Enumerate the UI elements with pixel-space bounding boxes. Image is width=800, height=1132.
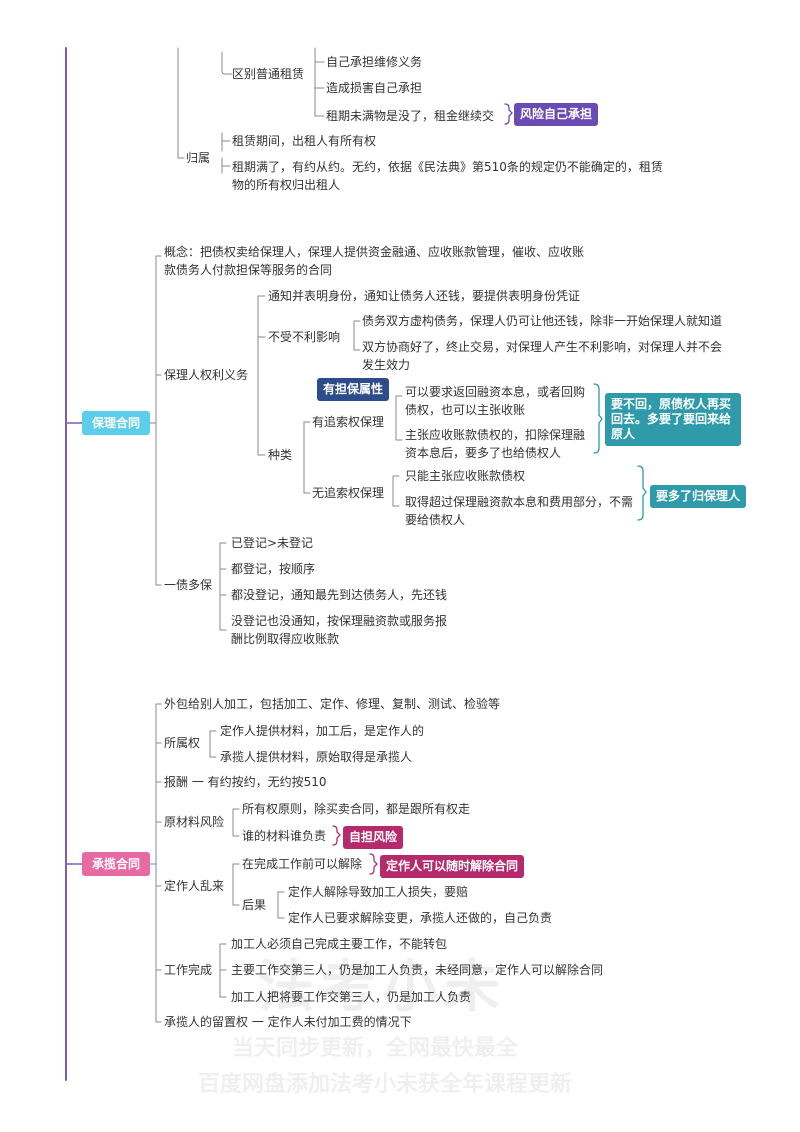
factor-rights-duties-label: 保理人权利义务 <box>164 368 249 382</box>
work-ownership-label: 所属权 <box>164 736 201 750</box>
material-item-responsible: 谁的材料谁负责 <box>242 829 327 843</box>
nonrecourse-factoring-label: 无追索权保理 <box>312 486 385 500</box>
lease-item-damage: 造成损害自己承担 <box>326 81 423 95</box>
ownership-item-orderer: 定作人提供材料，加工后，是定作人的 <box>220 724 425 738</box>
nonrecourse-note-badge: 要多了归保理人 <box>650 485 747 508</box>
fictitious-debt-item: 债务双方虚构债务，保理人仍可让他还钱，除非一开始保理人就知道 <box>362 314 723 328</box>
recourse-note-badge: 要不回，原债权人再买回去。多要了要回来给原人 <box>605 393 741 446</box>
nonrecourse-item-excess: 取得超过保理融资款本息和费用部分，不需要给债权人 <box>405 495 634 527</box>
nonrecourse-item-claim: 只能主张应收账款债权 <box>405 469 526 483</box>
rescind-before-completion: 在完成工作前可以解除 <box>242 857 363 871</box>
guarantee-attribute-tag: 有担保属性 <box>317 378 390 401</box>
consequence-item-compensate: 定作人解除导致加工人损失，要赔 <box>288 885 469 899</box>
consequence-item-self-responsible: 定作人已要求解除变更，承揽人还做的，自己负责 <box>288 911 553 925</box>
termination-item: 双方协商好了，终止交易，对保理人产生不利影响，对保理人并不会发生效力 <box>362 340 723 372</box>
raw-material-risk-label: 原材料风险 <box>164 815 225 829</box>
risk-self-bear-badge: 风险自己承担 <box>514 103 599 126</box>
multi-item-registered: 已登记>未登记 <box>231 536 314 550</box>
work-contract-node: 承揽合同 <box>82 852 150 876</box>
contractor-lien: 承揽人的留置权 一 定作人未付加工费的情况下 <box>164 1015 412 1029</box>
not-adversely-affected-label: 不受不利影响 <box>268 330 341 344</box>
multiple-factoring-label: 一债多保 <box>164 578 213 592</box>
lease-item-rent: 租期未满物是没了，租金继续交 <box>326 109 495 123</box>
lease-ownership-label: 归属 <box>186 151 211 165</box>
work-outsource: 外包给别人加工，包括加工、定作、修理、复制、测试、检验等 <box>164 697 501 711</box>
completion-item-third-party-responsible: 加工人把将要工作交第三人，仍是加工人负责 <box>231 990 472 1004</box>
watermark-line-netdisk: 百度网盘添加法考小未获全年课程更新 <box>198 1072 573 1097</box>
factoring-concept: 概念：把债权卖给保理人，保理人提供资金融通、应收账款管理，催收、应收账款债务人付… <box>164 245 585 277</box>
self-risk-badge: 自担风险 <box>343 826 404 849</box>
work-completion-label: 工作完成 <box>164 963 213 977</box>
lease-ownership-expiry: 租期满了，有约从约。无约，依据《民法典》第510条的规定仍不能确定的，租赁物的所… <box>232 160 663 192</box>
distinguish-ordinary-lease-label: 区别普通租赁 <box>232 67 305 81</box>
recourse-item-repurchase: 可以要求返回融资本息，或者回购债权，也可以主张收账 <box>405 385 586 417</box>
watermark-title: 法考小未 <box>258 955 506 1020</box>
lease-ownership-during: 租赁期间，出租人有所有权 <box>232 134 377 148</box>
work-remuneration: 报酬 一 有约按约，无约按510 <box>164 775 327 789</box>
lease-item-repair: 自己承担维修义务 <box>326 55 423 69</box>
rescind-anytime-badge: 定作人可以随时解除合同 <box>380 855 525 878</box>
notify-identity: 通知并表明身份，通知让债务人还钱，要提供表明身份凭证 <box>268 289 581 303</box>
ownership-item-contractor: 承揽人提供材料，原始取得是承揽人 <box>220 750 413 764</box>
multi-item-both-registered: 都登记，按顺序 <box>231 562 316 576</box>
factoring-kinds-label: 种类 <box>268 448 293 462</box>
consequence-label: 后果 <box>242 898 267 912</box>
multi-item-none-registered: 都没登记，通知最先到达债务人，先还钱 <box>231 588 448 602</box>
multi-item-proportional: 没登记也没通知，按保理融资款或服务报酬比例取得应收账款 <box>231 614 448 646</box>
completion-item-third-party: 主要工作交第三人，仍是加工人负责，未经同意，定作人可以解除合同 <box>231 963 604 977</box>
factoring-contract-node: 保理合同 <box>82 411 150 435</box>
orderer-misconduct-label: 定作人乱来 <box>164 879 225 893</box>
recourse-item-claim: 主张应收账款债权的，扣除保理融资本息后，要多了也给债权人 <box>405 428 586 460</box>
recourse-factoring-label: 有追索权保理 <box>312 415 385 429</box>
material-item-ownership: 所有权原则，除买卖合同，都是跟所有权走 <box>242 802 471 816</box>
completion-item-no-subcontract: 加工人必须自己完成主要工作，不能转包 <box>231 937 448 951</box>
watermark-line-update: 当天同步更新，全网最快最全 <box>232 1036 519 1061</box>
